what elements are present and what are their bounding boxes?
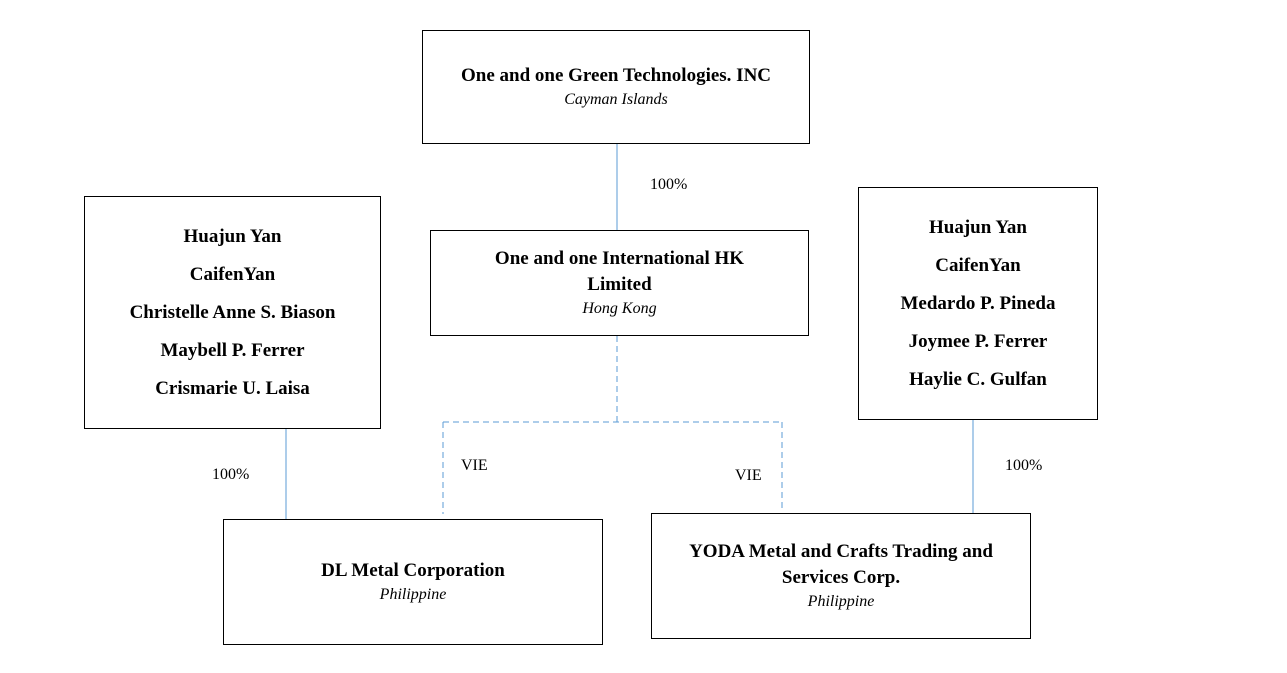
shareholder-list-right: Huajun Yan CaifenYan Medardo P. Pineda J… [901, 209, 1056, 399]
entity-location-parent: Cayman Islands [564, 91, 668, 108]
entity-name-dl: DL Metal Corporation [321, 560, 505, 581]
shareholder-name: Huajun Yan [928, 216, 1028, 238]
line-hk-vie-dashed [442, 336, 783, 514]
edge-label-left-to-dl: 100% [212, 466, 250, 483]
edge-label-hk-to-dl: VIE [461, 457, 488, 474]
shareholders-box-left: Huajun Yan CaifenYan Christelle Anne S. … [84, 196, 381, 429]
shareholder-name: Medardo P. Pineda [900, 292, 1056, 314]
entity-location-yoda: Philippine [807, 593, 875, 610]
shareholder-list-left: Huajun Yan CaifenYan Christelle Anne S. … [130, 218, 336, 408]
entity-box-hk: One and one International HK Limited Hon… [430, 230, 809, 336]
shareholder-name: Maybell P. Ferrer [160, 339, 305, 361]
entity-box-dl: DL Metal Corporation Philippine [223, 519, 603, 645]
edge-label-parent-to-hk: 100% [650, 176, 688, 193]
entity-box-yoda: YODA Metal and Crafts Trading and Servic… [651, 513, 1031, 639]
shareholder-name: Huajun Yan [183, 225, 282, 247]
shareholder-name: Haylie C. Gulfan [909, 368, 1047, 390]
edge-label-hk-to-yoda: VIE [735, 467, 762, 484]
entity-name-hk: One and one International HK Limited [494, 248, 745, 295]
entity-name-yoda: YODA Metal and Crafts Trading and Servic… [689, 541, 993, 588]
edge-label-right-to-yoda: 100% [1005, 457, 1043, 474]
entity-location-dl: Philippine [379, 586, 447, 603]
shareholder-name: CaifenYan [935, 254, 1021, 276]
shareholders-box-right: Huajun Yan CaifenYan Medardo P. Pineda J… [858, 187, 1098, 420]
shareholder-name: Christelle Anne S. Biason [129, 301, 336, 323]
shareholder-name: Crismarie U. Laisa [155, 377, 310, 399]
entity-location-hk: Hong Kong [582, 300, 657, 317]
entity-box-parent: One and one Green Technologies. INC Caym… [422, 30, 810, 144]
shareholder-name: CaifenYan [189, 263, 276, 285]
shareholder-name: Joymee P. Ferrer [908, 330, 1048, 352]
entity-name-parent: One and one Green Technologies. INC [460, 65, 772, 86]
